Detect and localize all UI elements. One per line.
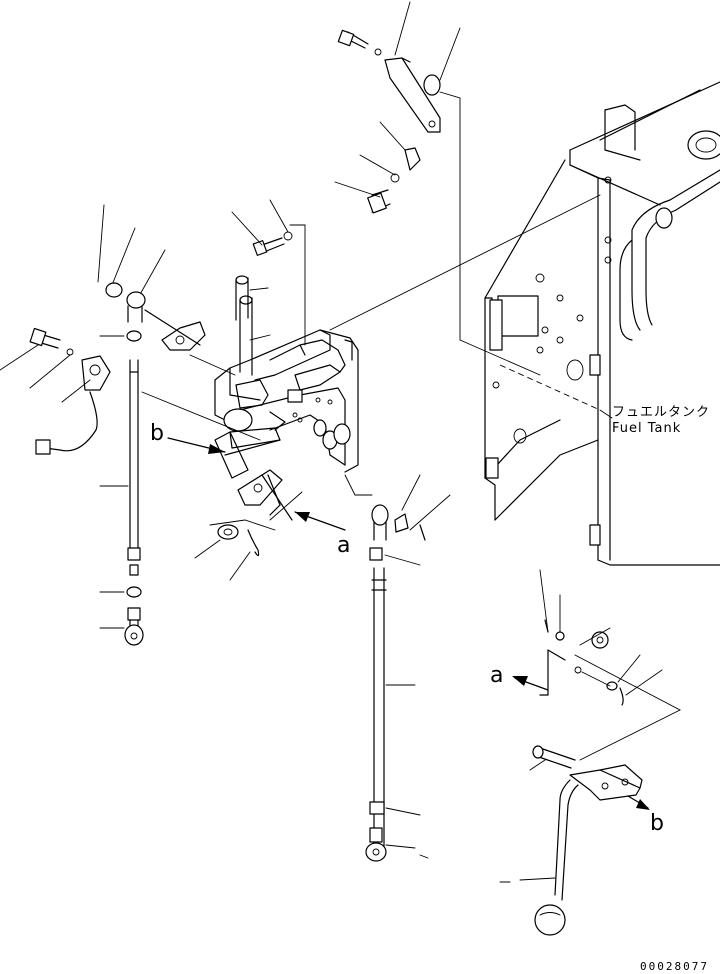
frame-bracket [484,81,720,566]
view-a-lower-label: a [490,663,503,688]
view-a-lower-arrow: a [490,663,549,691]
view-a-upper-label: a [337,533,350,558]
fuel-tank-label-jp: フュエルタンク [612,405,710,420]
lower-pins [194,474,303,581]
view-b-upper-label: b [150,421,164,446]
center-rod [344,474,451,862]
view-a-upper-arrow: a [294,511,350,558]
fuel-pipe [619,130,720,341]
view-b-upper-arrow: b [150,421,226,454]
view-b-lower-label: b [650,811,664,836]
fuel-tank-label-en: Fuel Tank [612,421,681,436]
left-linkage [97,204,261,646]
drawing-number: 00028077 [640,960,709,973]
fuel-tank-note: フュエルタンク Fuel Tank [599,405,710,436]
pedal-lever [499,745,643,936]
view-b-lower-arrow: b [627,795,664,836]
sensor-switch [0,327,111,455]
view-a-detail [539,569,681,761]
control-box [214,199,359,516]
upper-bracket-group [329,1,601,376]
